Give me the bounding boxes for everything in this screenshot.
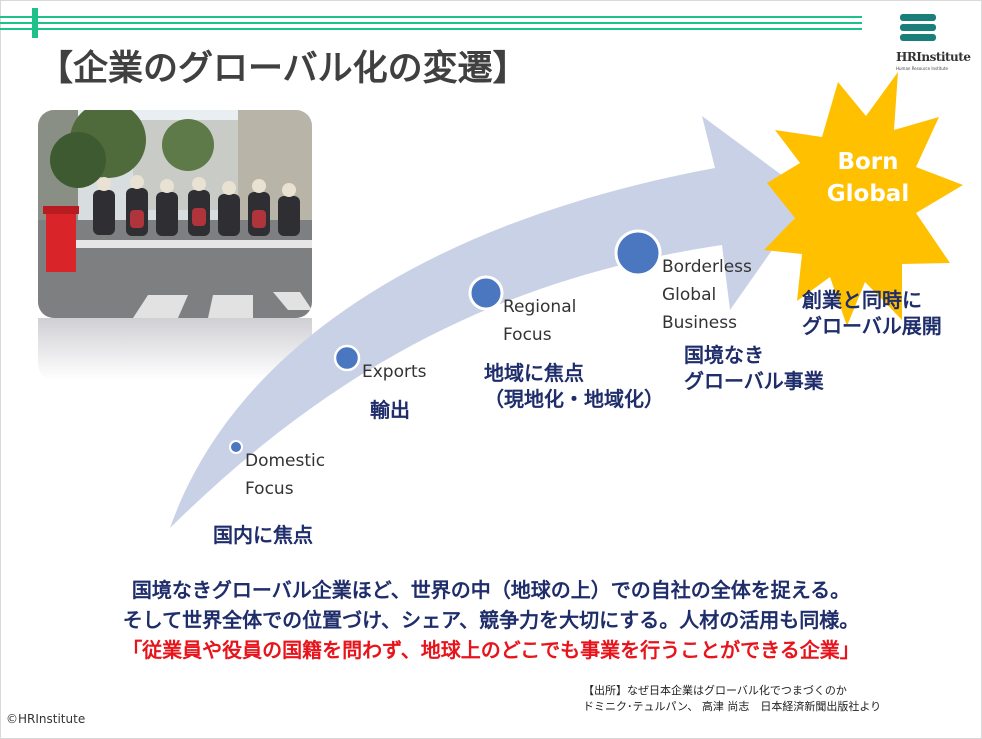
stage-dot-exports (333, 344, 361, 372)
stage-caption-regional: 地域に焦点 （現地化・地域化） (484, 361, 664, 411)
header-line-middle (0, 22, 862, 24)
copyright: ©HRInstitute (6, 712, 86, 726)
summary-line-1: 国境なきグローバル企業ほど、世界の中（地球の上）での自社の全体を捉える。 (131, 578, 851, 602)
hrinstitute-logo: HRInstitute Human Resource Institute (896, 14, 971, 71)
stage-label-borderless: Borderless Global Business (662, 257, 752, 333)
progression-arrow (170, 116, 810, 528)
summary-line-2: そして世界全体での位置づけ、シェア、競争力を大切にする。人材の活用も同様。 (122, 608, 860, 632)
street-photo (38, 110, 312, 318)
logo-mark-bar (900, 24, 936, 31)
stage-dot-regional (468, 275, 504, 311)
born-global-burst (764, 72, 963, 326)
stage-label-domestic: Domestic Focus (245, 451, 326, 499)
source-line-2: ドミニク･テュルパン、 高津 尚志 日本経済新聞出版社より (583, 700, 882, 713)
header-line-top (0, 16, 862, 18)
stage-dot-borderless (614, 229, 662, 277)
stage-caption-domestic: 国内に焦点 (213, 523, 313, 547)
stage-label-regional: Regional Focus (503, 297, 577, 345)
source-line-1: 【出所】なぜ日本企業はグローバル化でつまづくのか (583, 684, 847, 697)
stage-label-exports: Exports (362, 362, 427, 382)
logo-name: HRInstitute (896, 50, 971, 64)
summary-line-3-quote: 「従業員や役員の国籍を問わず、地球上のどこでも事業を行うことができる企業」 (122, 638, 860, 662)
photo-reflection (38, 318, 312, 380)
stage-dot-domestic (229, 440, 243, 454)
slide-title: 【企業のグローバル化の変遷】 (38, 49, 528, 89)
stage-caption-exports: 輸出 (370, 398, 410, 422)
born-global-label: Born Global (826, 149, 910, 207)
logo-mark-bar (900, 14, 936, 21)
logo-mark-bar (900, 34, 936, 41)
logo-subtitle: Human Resource Institute (896, 66, 948, 71)
born-global-caption: 創業と同時に グローバル展開 (802, 288, 942, 338)
stage-caption-borderless: 国境なき グローバル事業 (684, 343, 824, 393)
header-line-bottom (0, 28, 862, 30)
